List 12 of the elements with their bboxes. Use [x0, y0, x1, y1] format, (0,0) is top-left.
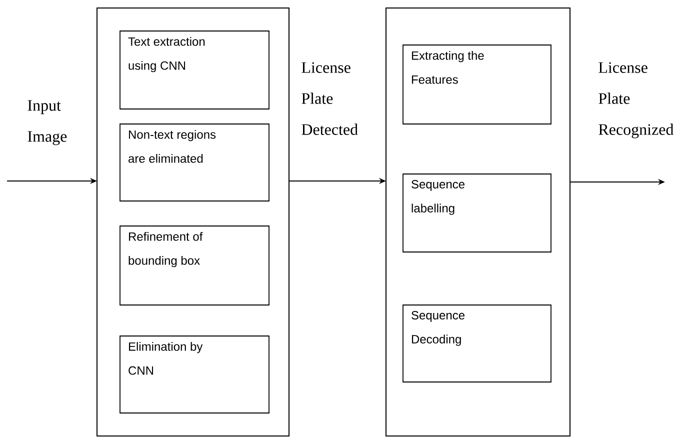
- process-box: Extracting the Features: [402, 44, 552, 124]
- edge-label: License Plate Detected: [302, 62, 358, 135]
- process-box: Text extraction using CNN: [120, 30, 270, 110]
- process-box: Elimination by CNN: [120, 336, 270, 414]
- process-box: Non-text regions are eliminated: [120, 124, 270, 202]
- stage-box: [386, 8, 570, 436]
- stage-box: [96, 8, 290, 436]
- edge-label: Input Image: [28, 100, 67, 146]
- process-box: Sequence Decoding: [402, 304, 552, 382]
- process-box: Refinement of bounding box: [120, 226, 270, 306]
- edge-label: License Plate Recognized: [598, 62, 674, 138]
- process-box: Sequence labelling: [402, 174, 552, 252]
